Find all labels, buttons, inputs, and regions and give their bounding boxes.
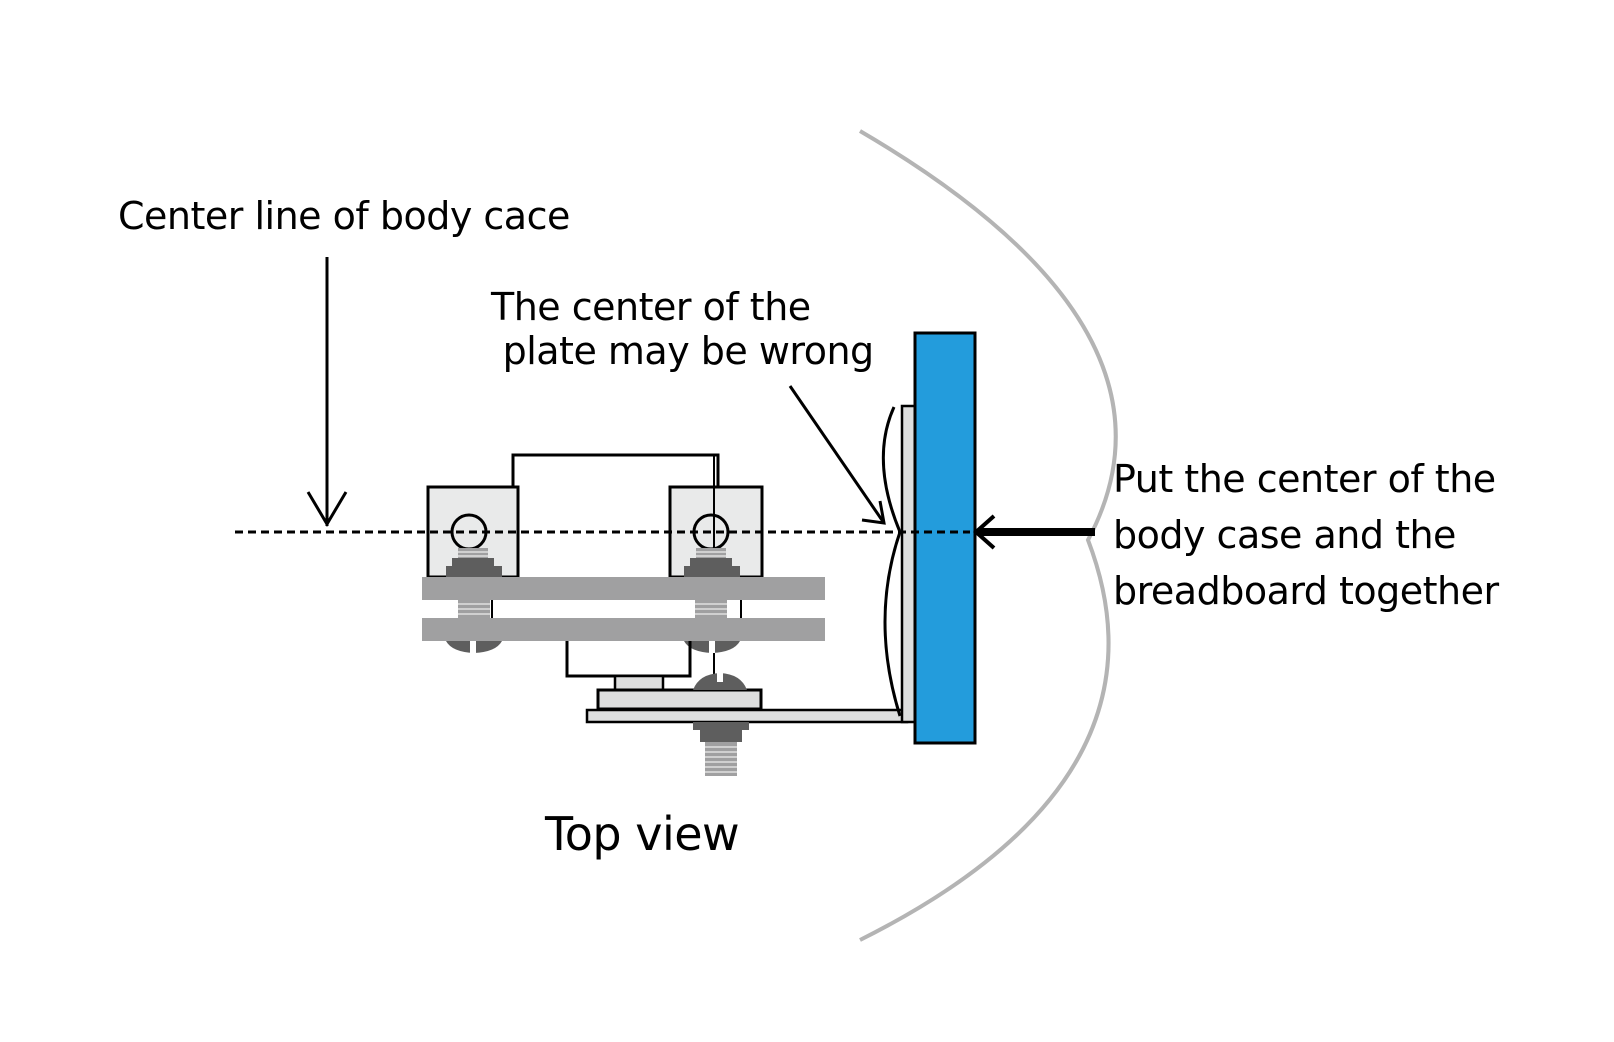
mounting-plate bbox=[585, 404, 918, 724]
upper-rail bbox=[422, 577, 825, 600]
center-line-arrow bbox=[306, 257, 348, 527]
motor-base bbox=[596, 688, 763, 711]
instruction-label-line2: body case and the bbox=[1113, 513, 1456, 557]
plate-center-label-line2: plate may be wrong bbox=[491, 329, 875, 373]
bottom-screw bbox=[693, 722, 749, 776]
left-screw-shaft bbox=[458, 600, 493, 618]
body-case-arc bbox=[858, 129, 1118, 942]
view-title: Top view bbox=[545, 807, 740, 861]
breadboard bbox=[913, 331, 977, 745]
right-screw-shaft bbox=[695, 600, 742, 618]
center-line-label: Center line of body cace bbox=[118, 194, 570, 238]
plate-center-arrow bbox=[788, 385, 886, 525]
motor-shaft-block bbox=[613, 674, 665, 692]
breadboard-center-arrow bbox=[972, 514, 1095, 550]
motor-box bbox=[565, 641, 692, 678]
lower-rail bbox=[422, 618, 825, 641]
instruction-label-line3: breadboard together bbox=[1113, 569, 1499, 613]
instruction-label-line1: Put the center of the bbox=[1113, 457, 1496, 501]
plate-brace bbox=[881, 406, 902, 717]
plate-center-label-line1: The center of the bbox=[491, 285, 811, 329]
